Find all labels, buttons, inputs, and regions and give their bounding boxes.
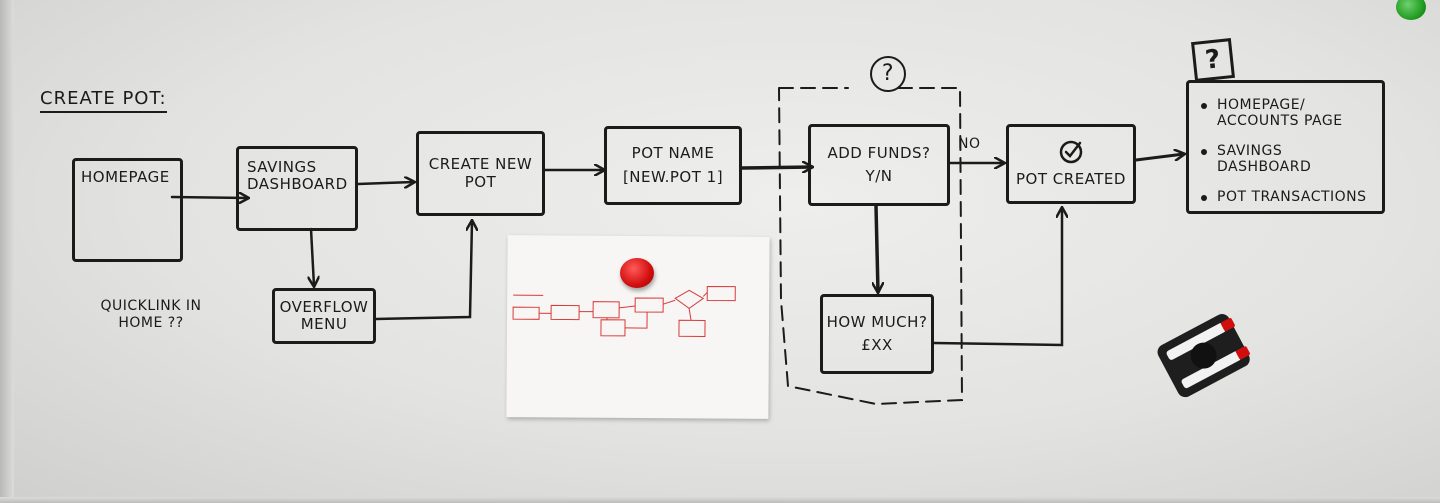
question-circle-icon: ? [870, 56, 906, 92]
arrow-howmuch-to-potcreated [932, 208, 1062, 347]
destinations-list: HOMEPAGE/ ACCOUNTS PAGE SAVINGS DASHBOAR… [1199, 97, 1372, 205]
list-item: SAVINGS DASHBOARD [1199, 143, 1372, 175]
node-homepage-label: HOMEPAGE [81, 168, 170, 186]
arrow-potcreated-to-destinations [1134, 154, 1184, 162]
list-item: HOMEPAGE/ ACCOUNTS PAGE [1199, 97, 1372, 129]
red-magnet [620, 258, 654, 288]
arrow-addfunds-to-howmuch [876, 204, 878, 292]
node-pot-name-label: POT NAME [631, 144, 715, 163]
node-pot-name-sub: [NEW.POT 1] [622, 167, 724, 186]
arrow-potname-to-addfunds [740, 167, 812, 168]
list-item: POT TRANSACTIONS [1199, 189, 1372, 205]
node-create-new-pot-label: CREATE NEW POT [428, 155, 533, 191]
node-pot-name: POT NAME [NEW.POT 1] [604, 126, 742, 205]
question-square-icon: ? [1191, 38, 1235, 82]
arrow-savings-to-overflow [311, 227, 314, 286]
node-create-new-pot: CREATE NEW POT [416, 131, 545, 216]
node-add-funds-label: ADD FUNDS? [827, 143, 931, 162]
note-quicklink: QUICKLINK IN HOME ?? [100, 298, 202, 331]
check-circle-icon [1059, 141, 1083, 164]
node-savings-dashboard: SAVINGS DASHBOARD [236, 146, 358, 231]
node-pot-created-label: POT CREATED [1016, 170, 1126, 189]
edge-label-no: NO [958, 136, 981, 152]
diagram-title: CREATE POT: [40, 88, 167, 113]
green-magnet [1396, 0, 1426, 20]
node-overflow-menu-label: OVERFLOW MENU [279, 297, 369, 333]
dashed-group-outline [778, 87, 964, 406]
node-savings-dashboard-label: SAVINGS DASHBOARD [247, 158, 348, 194]
paper-sketch [506, 235, 770, 419]
node-add-funds: ADD FUNDS? Y/N [808, 124, 950, 206]
marker-eraser-icon [1157, 314, 1250, 398]
board-frame-bottom [0, 497, 1440, 503]
node-overflow-menu: OVERFLOW MENU [272, 288, 376, 344]
node-how-much-label: HOW MUCH? [826, 312, 928, 331]
board-frame-left [0, 0, 14, 503]
paper-sketch-drawing [512, 285, 736, 337]
arrow-savings-to-create [356, 182, 414, 184]
node-homepage: HOMEPAGE [72, 158, 183, 262]
arrow-overflow-to-create [374, 221, 472, 321]
node-how-much-sub: £XX [861, 336, 893, 354]
node-how-much: HOW MUCH? £XX [820, 294, 934, 374]
node-pot-created: POT CREATED [1006, 124, 1136, 204]
arrow-homepage-to-savings [170, 197, 248, 198]
node-add-funds-sub: Y/N [865, 167, 893, 185]
node-destinations: HOMEPAGE/ ACCOUNTS PAGE SAVINGS DASHBOAR… [1186, 80, 1385, 214]
